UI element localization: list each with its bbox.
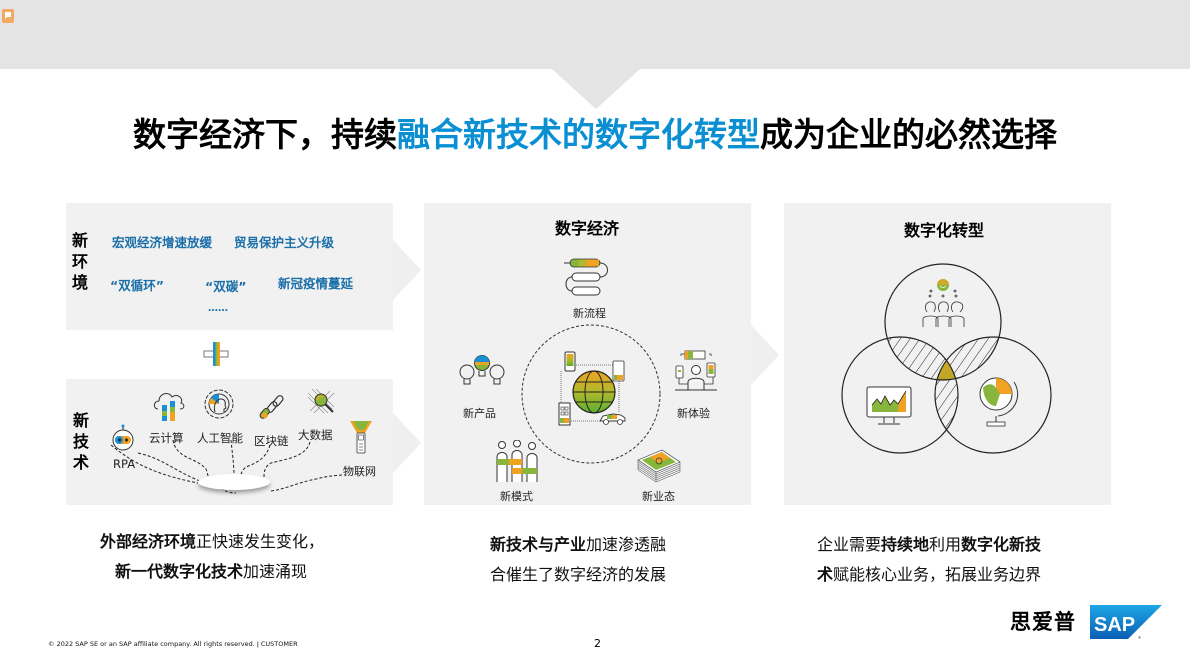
title-highlight: 融合新技术的数字化转型 [397, 115, 760, 154]
logo-chinese-name: 思爱普 [1010, 610, 1076, 634]
svg-text:SAP: SAP [1094, 614, 1135, 636]
monitor-chart-icon [866, 386, 912, 425]
person-devices-icon [675, 350, 717, 391]
env-item: 新冠疫情蔓延 [278, 276, 354, 291]
lightbulbs-icon [459, 355, 505, 385]
page-title: 数字经济下，持续融合新技术的数字化转型成为企业的必然选择 [0, 108, 1190, 156]
label-char: 新 [73, 411, 90, 430]
item-label-new-model: 新模式 [500, 490, 533, 503]
arrow-right-icon [393, 240, 421, 300]
cloud-icon [153, 393, 185, 421]
happy-people-icon [922, 279, 965, 327]
globe-icon [979, 377, 1019, 427]
caption-bold: 外部经济环境 [100, 532, 197, 551]
copyright-text: © 2022 SAP SE or an SAP affiliate compan… [48, 640, 298, 648]
title-part-2: 成为企业的必然选择 [760, 115, 1057, 154]
tech-hub [198, 474, 270, 490]
middle-caption: 新技术与产业加速渗透融 合催生了数字经济的发展 [490, 530, 666, 590]
env-item: 宏观经济增速放缓 [112, 235, 213, 250]
caption-text: 赋能核心业务，拓展业务边界 [833, 565, 1042, 584]
caption-bold: 持续地 [881, 535, 930, 554]
money-stack-icon [637, 449, 681, 483]
caption-text: 利用 [929, 535, 962, 554]
iot-device-icon [350, 421, 372, 454]
dashed-circle [521, 324, 661, 464]
comment-icon[interactable] [2, 9, 14, 23]
env-item: “双碳” [205, 279, 247, 294]
robot-icon [112, 424, 134, 451]
caption-bold: 新一代数字化技术 [115, 562, 244, 581]
tech-label-cloud: 云计算 [149, 431, 184, 445]
caption-text: 加速涌现 [243, 562, 308, 581]
connected-globe-icon [558, 351, 626, 426]
magnifier-data-icon [308, 389, 335, 414]
caption-text: 企业需要 [817, 535, 882, 554]
arrow-right-icon [393, 413, 421, 473]
item-label-new-experience: 新体验 [677, 407, 710, 420]
label-char: 环 [72, 252, 89, 271]
item-label-new-process: 新流程 [573, 307, 606, 320]
header-notch [552, 69, 640, 109]
caption-bold: 术 [817, 565, 834, 584]
plus-icon [203, 342, 229, 366]
chain-link-icon [259, 395, 284, 419]
item-label-new-business: 新业态 [642, 490, 675, 503]
caption-text: 加速渗透融 [586, 535, 667, 554]
caption-text: 正快速发生变化， [196, 532, 325, 551]
digital-economy-title: 数字经济 [555, 219, 620, 238]
right-caption: 企业需要持续地利用数字化新技 术赋能核心业务，拓展业务边界 [817, 530, 1041, 590]
new-environment-panel [66, 203, 393, 330]
arrow-right-icon [751, 325, 779, 385]
label-char: 境 [72, 273, 89, 292]
left-caption: 外部经济环境正快速发生变化， 新一代数字化技术加速涌现 [100, 527, 324, 587]
process-flow-icon [564, 258, 608, 296]
label-char: 技 [73, 432, 90, 451]
label-char: 术 [73, 453, 90, 472]
digital-transformation-title: 数字化转型 [904, 221, 985, 240]
caption-bold: 新技术与产业 [490, 535, 587, 554]
tech-label-blockchain: 区块链 [254, 434, 289, 448]
env-item: 贸易保护主义升级 [234, 235, 335, 250]
technology-label: 新 技 术 [73, 410, 91, 473]
page-number: 2 [594, 637, 601, 650]
env-item: …… [208, 303, 228, 314]
item-label-new-product: 新产品 [463, 407, 496, 420]
venn-diagram [841, 263, 1052, 454]
title-part-1: 数字经济下，持续 [133, 115, 397, 154]
tech-label-rpa: RPA [113, 457, 136, 471]
svg-text:®: ® [1138, 635, 1141, 640]
people-model-icon [496, 440, 538, 482]
label-char: 新 [72, 231, 89, 250]
ai-head-gear-icon [204, 389, 234, 419]
tech-label-ai: 人工智能 [197, 431, 243, 445]
digital-transformation-panel [784, 203, 1111, 505]
sap-logo: SAP ® [1090, 605, 1162, 640]
environment-label: 新 环 境 [72, 230, 90, 293]
caption-bold: 数字化新技 [961, 535, 1042, 554]
header-bar [0, 0, 1190, 69]
tech-label-bigdata: 大数据 [298, 428, 333, 442]
env-item: “双循环” [110, 278, 164, 293]
caption-text: 合催生了数字经济的发展 [490, 565, 667, 584]
tech-label-iot: 物联网 [343, 465, 376, 478]
